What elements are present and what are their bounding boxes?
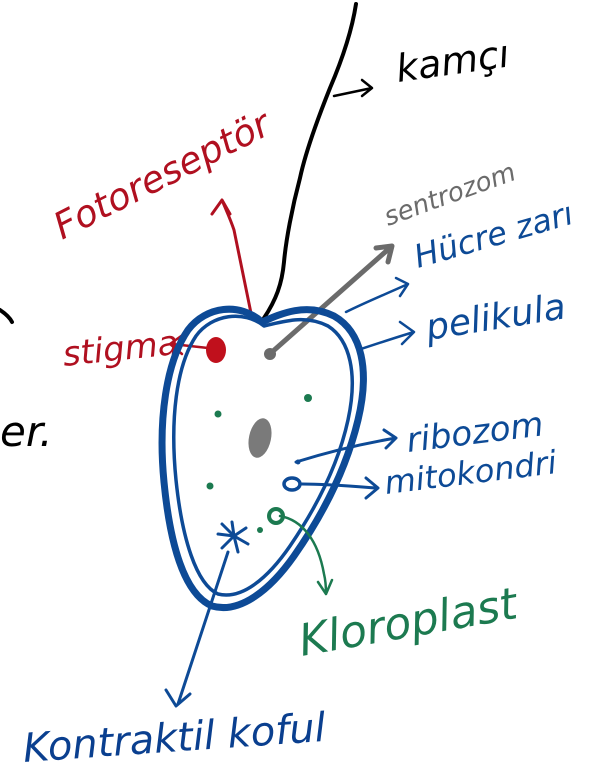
chloroplast-arrow	[280, 516, 332, 594]
ribosome-dot	[296, 460, 301, 465]
centrosome-dot	[264, 348, 276, 360]
chloroplast-granule	[207, 483, 214, 490]
chloroplast-granule	[304, 394, 312, 402]
photoreceptor-label: Fotoreseptör	[47, 101, 280, 248]
chloroplast-granule	[215, 411, 222, 418]
stigma-label: stigma	[61, 323, 181, 375]
contractile-vacuole-arrow	[166, 552, 228, 706]
photoreceptor-arrow	[212, 200, 252, 318]
stigma-eyespot	[206, 337, 226, 363]
flagellum-label: kamçı	[393, 32, 512, 91]
pellicle-arrow	[358, 322, 414, 350]
cell-membrane-arrow	[346, 278, 408, 312]
contractile-vacuole	[218, 522, 248, 552]
pellicle-label: pelikula	[422, 286, 568, 349]
cell-inner-outline	[174, 316, 352, 595]
contractile-vacuole-label: Kontraktil koful	[21, 705, 327, 772]
nucleus	[245, 416, 275, 460]
edge-text-fragment: er.	[0, 407, 53, 456]
chloroplast-label: Kloroplast	[295, 578, 523, 667]
edge-mark	[0, 310, 12, 322]
flagellum-arrow	[334, 80, 372, 96]
chloroplast-granule	[257, 527, 263, 533]
mitochondrion	[284, 478, 300, 490]
flagellum-line	[264, 4, 356, 318]
